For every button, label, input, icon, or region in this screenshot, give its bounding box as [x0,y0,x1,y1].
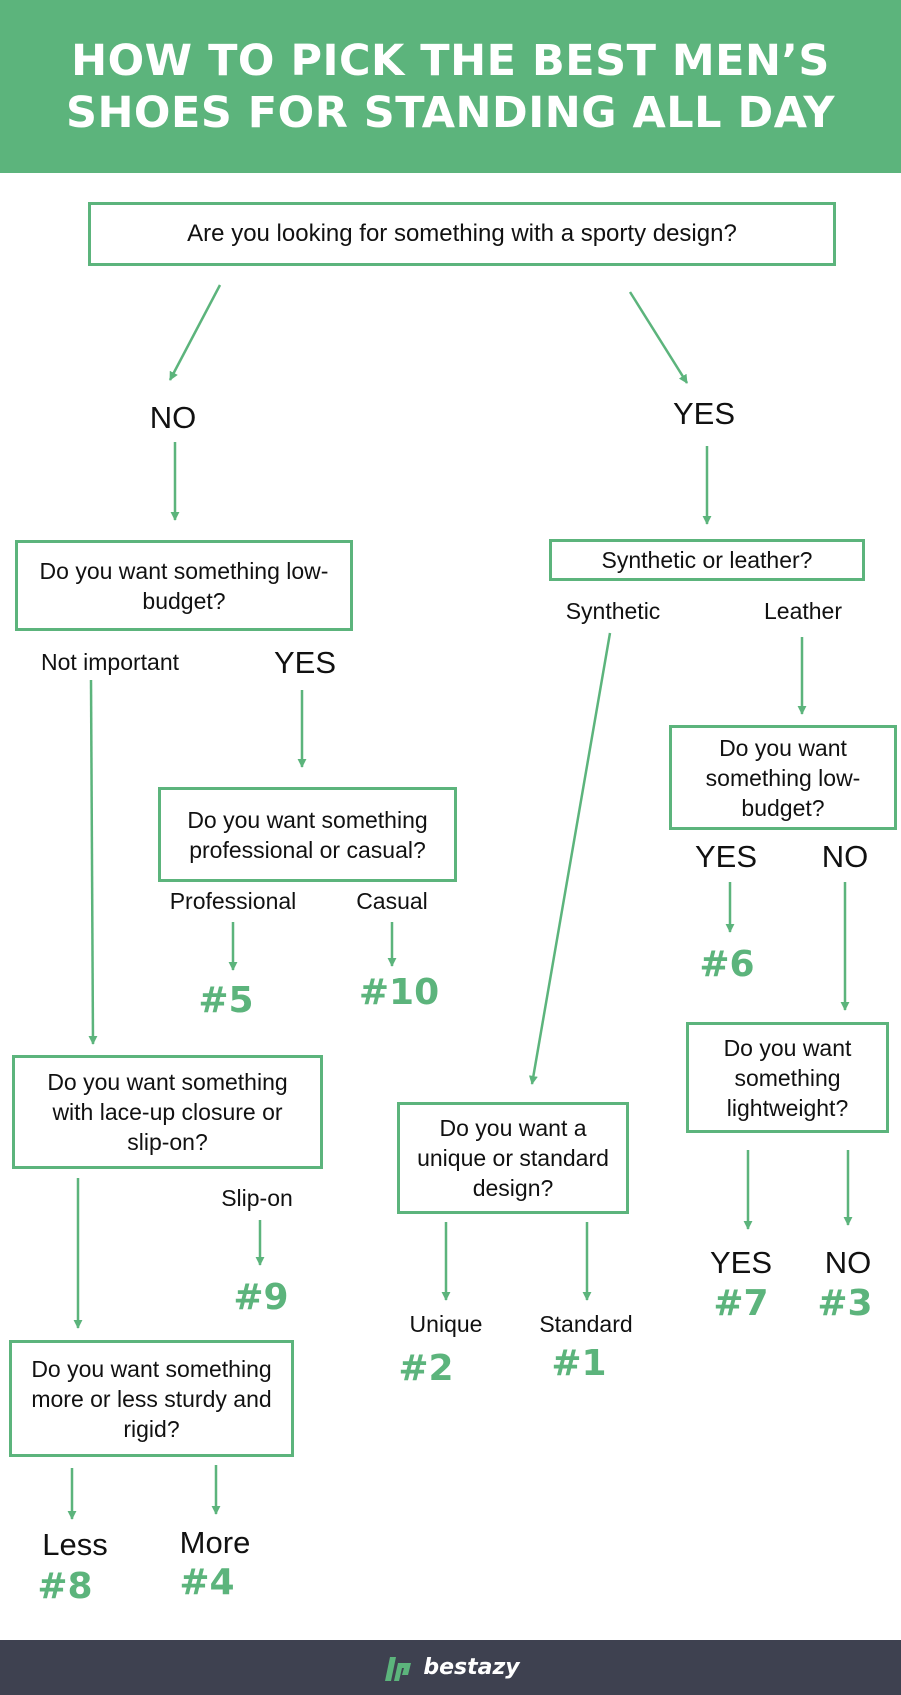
question-synthetic-or-leather: Synthetic or leather? [549,539,865,581]
question-professional-or-casual: Do you want something professional or ca… [158,787,457,882]
question-lace-or-slip: Do you want something with lace-up closu… [12,1055,323,1169]
question-lightweight: Do you want something lightweight? [686,1022,889,1133]
footer-bar: bestazy [0,1640,901,1695]
result-7: #7 [713,1283,769,1324]
result-8: #8 [37,1566,93,1607]
label-unique: Unique [409,1311,483,1337]
label-slip-on: Slip-on [221,1185,293,1211]
arrow-sporty-no [168,284,222,381]
result-5: #5 [198,980,254,1021]
result-4: #4 [179,1562,235,1603]
label-more: More [179,1525,251,1560]
question-leather-low-budget: Do you want something low-budget? [669,725,897,830]
label-not-important: Not important [40,649,180,675]
label-no-sporty: NO [149,400,197,435]
question-unique-or-standard: Do you want a unique or standard design? [397,1102,629,1214]
label-no-leather-budget: NO [821,839,869,874]
label-yes-budget: YES [273,645,337,680]
result-1: #1 [551,1343,607,1384]
label-yes-leather-budget: YES [694,839,758,874]
label-casual: Casual [356,888,428,914]
question-low-budget: Do you want something low-budget? [15,540,353,631]
page-title: HOW TO PICK THE BEST MEN’S SHOES FOR STA… [66,35,835,139]
label-standard: Standard [539,1311,633,1337]
result-10: #10 [358,972,440,1013]
result-2: #2 [398,1348,454,1389]
label-professional: Professional [169,888,297,914]
title-line-1: HOW TO PICK THE BEST MEN’S [71,35,830,86]
result-9: #9 [233,1277,289,1318]
label-yes-lightweight: YES [709,1245,773,1280]
arrow-synthetic-unique [528,632,612,1085]
label-yes-sporty: YES [672,396,736,431]
header-banner: HOW TO PICK THE BEST MEN’S SHOES FOR STA… [0,0,901,173]
footer-brand: bestazy [423,1655,520,1680]
result-6: #6 [699,944,755,985]
result-3: #3 [817,1283,873,1324]
label-synthetic: Synthetic [565,598,661,624]
question-sporty-design: Are you looking for something with a spo… [88,202,836,266]
label-less: Less [42,1527,108,1562]
arrow-notimp-lace [88,679,98,1045]
bestazy-logo-icon [385,1656,412,1681]
label-no-lightweight: NO [824,1245,872,1280]
label-leather: Leather [763,598,843,624]
title-line-2: SHOES FOR STANDING ALL DAY [65,87,836,138]
question-sturdy-rigid: Do you want something more or less sturd… [9,1340,294,1457]
arrow-sporty-yes [628,291,689,384]
